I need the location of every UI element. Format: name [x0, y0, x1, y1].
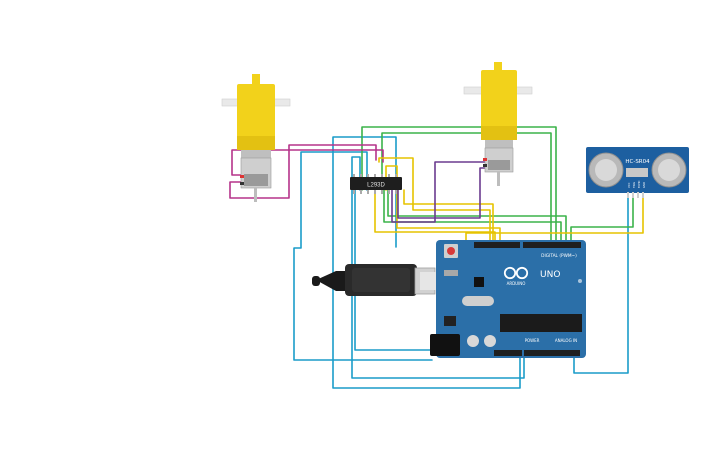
- sensor-pins: [627, 192, 644, 198]
- wire-yellow-5[interactable]: [465, 191, 644, 244]
- chip-bottom-pins: [353, 190, 397, 194]
- motor-left[interactable]: [221, 74, 291, 202]
- arduino-uno-label: UNO: [540, 270, 560, 280]
- wire-yellow-4[interactable]: [385, 165, 501, 244]
- digital-header-label: DIGITAL (PWM~): [541, 253, 577, 259]
- wire-yellow-1[interactable]: [374, 189, 496, 244]
- atmega-chip: [500, 314, 582, 332]
- analog-header-label: ANALOG IN: [555, 338, 577, 343]
- arduino-infinity-icon: [503, 266, 529, 280]
- wire-purple-1[interactable]: [391, 161, 486, 223]
- power-header: [494, 350, 522, 356]
- voltage-regulator: [444, 316, 456, 326]
- usb-cable[interactable]: [312, 264, 436, 296]
- arduino-brand-label: ARDUINO: [507, 281, 526, 286]
- motor-driver-chip[interactable]: L293D: [350, 174, 402, 194]
- chip-label: L293D: [367, 183, 385, 189]
- wire-yellow-3[interactable]: [403, 189, 494, 244]
- power-header-label: POWER: [525, 338, 540, 343]
- usb-cable-icon: [312, 264, 436, 296]
- wire-blue-5[interactable]: [573, 191, 629, 374]
- usb-b-port: [444, 270, 458, 276]
- wire-green-2[interactable]: [381, 132, 552, 244]
- chip-top-pins: [353, 174, 397, 178]
- dc-gear-motor-icon: [463, 62, 533, 186]
- sensor-pin-trig: TRIG: [632, 182, 636, 188]
- digital-header: [474, 242, 581, 248]
- arduino-uno-board[interactable]: DIGITAL (PWM~) UNO ARDUINO POWER ANALOG …: [430, 240, 586, 358]
- wire-green-4[interactable]: [387, 189, 567, 244]
- dc-gear-motor-icon: [221, 74, 291, 202]
- chip-body: [350, 177, 402, 190]
- sensor-pin-gnd: GND: [642, 182, 646, 188]
- analog-header: [524, 350, 580, 356]
- capacitor-1: [467, 335, 479, 347]
- wire-green-5[interactable]: [570, 191, 634, 244]
- sensor-label: HC-SR04: [625, 159, 650, 165]
- wires: [229, 126, 644, 389]
- sensor-pin-labels: VCC TRIG ECHO GND: [627, 181, 646, 188]
- wire-blue-4[interactable]: [354, 189, 437, 351]
- wire-blue-2[interactable]: [293, 151, 433, 361]
- wire-yellow-2[interactable]: [378, 157, 491, 244]
- wire-green-1[interactable]: [361, 126, 557, 244]
- wire-blue-1[interactable]: [332, 136, 521, 389]
- sensor-pin-vcc: VCC: [627, 182, 631, 188]
- wire-magenta-1[interactable]: [231, 149, 384, 176]
- motor-right[interactable]: [463, 62, 533, 186]
- crystal-oscillator: [462, 296, 494, 306]
- power-jack: [430, 334, 460, 356]
- sensor-crystal: [626, 168, 648, 177]
- capacitor-2: [484, 335, 496, 347]
- sensor-pin-echo: ECHO: [637, 181, 641, 188]
- ultrasonic-sensor[interactable]: HC-SR04 VCC TRIG ECHO GND: [586, 147, 689, 198]
- wire-purple-2[interactable]: [397, 167, 486, 219]
- wire-magenta-2[interactable]: [229, 144, 377, 199]
- usb-controller-chip: [474, 277, 484, 287]
